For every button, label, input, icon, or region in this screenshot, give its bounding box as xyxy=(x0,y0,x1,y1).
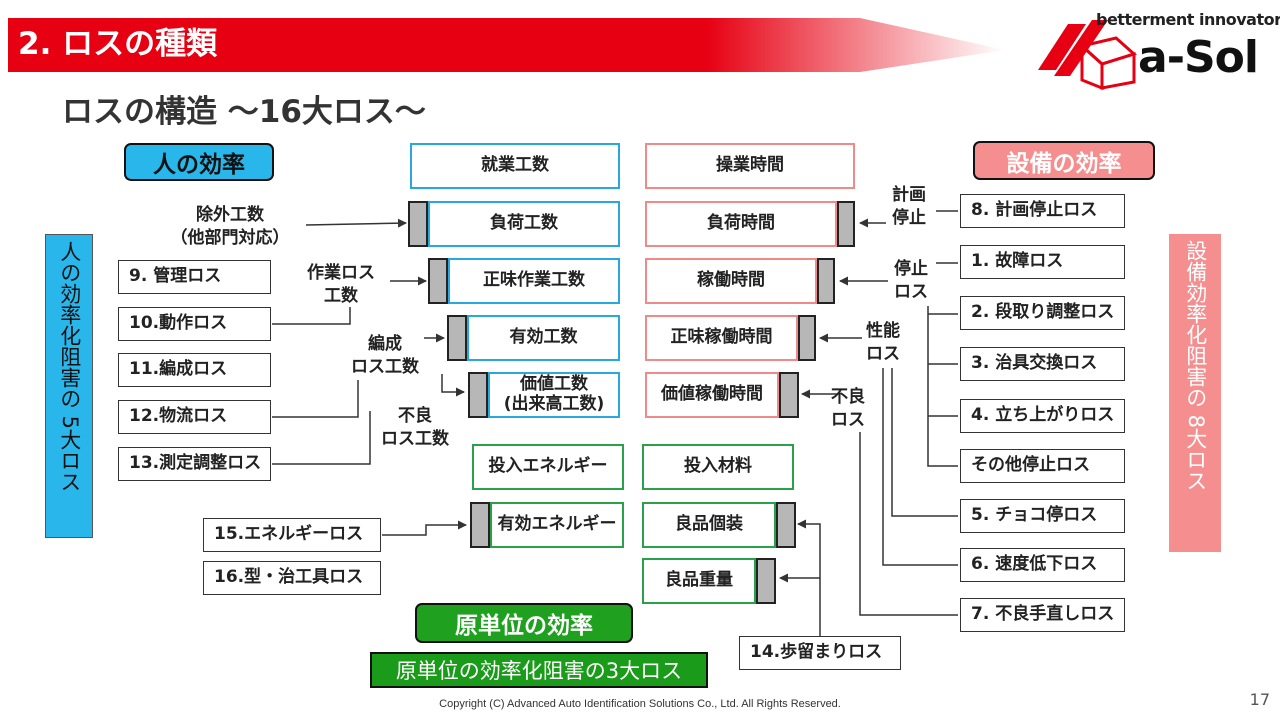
header-banner xyxy=(8,18,1005,72)
equipment-loss-item: 4. 立ち上がりロス xyxy=(960,399,1125,433)
equipment-loss-item: その他停止ロス xyxy=(960,449,1125,483)
organization-loss-hours-label: 編成ロス工数 xyxy=(351,334,419,377)
defect-loss-hours-label: 不良ロス工数 xyxy=(381,406,449,449)
company-logo: betterment innovator a-Sol xyxy=(1030,4,1280,92)
human-chain-box: 正味作業工数 xyxy=(448,258,620,304)
unit-loss-item: 16.型・治工具ロス xyxy=(203,561,381,595)
human-loss-item: 12.物流ロス xyxy=(118,400,271,434)
equipment-loss-side-label: 設備効率化阻害の 8大ロス xyxy=(1169,234,1221,552)
unit-chain-box: 投入材料 xyxy=(642,444,794,490)
stop-loss-label: 停止ロス xyxy=(894,259,928,302)
equipment-loss-item: 2. 段取り調整ロス xyxy=(960,296,1125,330)
logo-tagline: betterment innovator xyxy=(1096,10,1280,29)
human-loss-item: 9. 管理ロス xyxy=(118,260,271,294)
human-efficiency-label: 人の効率 xyxy=(124,143,274,181)
unit-chain-box: 投入エネルギー xyxy=(472,444,624,490)
loss-block xyxy=(817,258,835,304)
loss-block xyxy=(837,201,855,247)
equipment-chain-box: 価値稼働時間 xyxy=(645,372,779,418)
logo-name: a-Sol xyxy=(1138,32,1259,83)
unit-chain-box: 有効エネルギー xyxy=(490,502,624,548)
loss-block xyxy=(468,372,488,418)
equipment-loss-item: 1. 故障ロス xyxy=(960,245,1125,279)
page-number: 17 xyxy=(1249,690,1270,709)
human-chain-box: 就業工数 xyxy=(410,143,620,189)
planned-stop-label: 計画停止 xyxy=(892,185,926,228)
equipment-efficiency-label: 設備の効率 xyxy=(973,141,1155,180)
unit-chain-box: 良品個装 xyxy=(642,502,776,548)
equipment-chain-box: 稼働時間 xyxy=(645,258,817,304)
performance-loss-label: 性能ロス xyxy=(866,321,900,364)
human-chain-box: 有効工数 xyxy=(467,315,620,361)
unit-loss-item: 14.歩留まりロス xyxy=(739,636,901,670)
human-loss-item: 10.動作ロス xyxy=(118,307,271,341)
equipment-loss-item: 3. 治具交換ロス xyxy=(960,347,1125,381)
human-loss-item: 13.測定調整ロス xyxy=(118,447,271,481)
loss-block xyxy=(798,315,816,361)
loss-block xyxy=(776,502,796,548)
loss-block xyxy=(470,502,490,548)
human-loss-side-label: 人の効率化阻害の 5大ロス xyxy=(45,234,93,538)
unit-efficiency-label: 原単位の効率 xyxy=(415,603,633,643)
work-loss-hours-label: 作業ロス工数 xyxy=(307,263,375,306)
unit-loss-subtitle: 原単位の効率化阻害の3大ロス xyxy=(370,652,708,688)
equipment-loss-item: 6. 速度低下ロス xyxy=(960,548,1125,582)
equipment-chain-box: 操業時間 xyxy=(645,143,855,189)
section-title: 2. ロスの種類 xyxy=(18,26,218,62)
equipment-loss-item: 5. チョコ停ロス xyxy=(960,499,1125,533)
defect-loss-label: 不良ロス xyxy=(831,387,865,430)
equipment-loss-item: 8. 計画停止ロス xyxy=(960,194,1125,228)
loss-block xyxy=(779,372,799,418)
loss-block xyxy=(408,201,428,247)
equipment-loss-item: 7. 不良手直しロス xyxy=(960,598,1125,632)
human-loss-item: 11.編成ロス xyxy=(118,353,271,387)
unit-loss-item: 15.エネルギーロス xyxy=(203,518,381,552)
unit-chain-box: 良品重量 xyxy=(642,558,756,604)
equipment-chain-box: 正味稼働時間 xyxy=(645,315,798,361)
human-chain-box: 負荷工数 xyxy=(428,201,620,247)
loss-block xyxy=(756,558,776,604)
loss-block xyxy=(447,315,467,361)
loss-block xyxy=(428,258,448,304)
human-chain-box: 価値工数(出来高工数) xyxy=(488,372,620,418)
equipment-chain-box: 負荷時間 xyxy=(645,201,837,247)
exclusion-hours-label: 除外工数（他部門対応） xyxy=(170,205,290,248)
copyright-notice: Copyright (C) Advanced Auto Identificati… xyxy=(439,698,841,710)
page-title: ロスの構造 ～16大ロス～ xyxy=(62,94,426,130)
logo-cube-icon xyxy=(1038,20,1137,90)
